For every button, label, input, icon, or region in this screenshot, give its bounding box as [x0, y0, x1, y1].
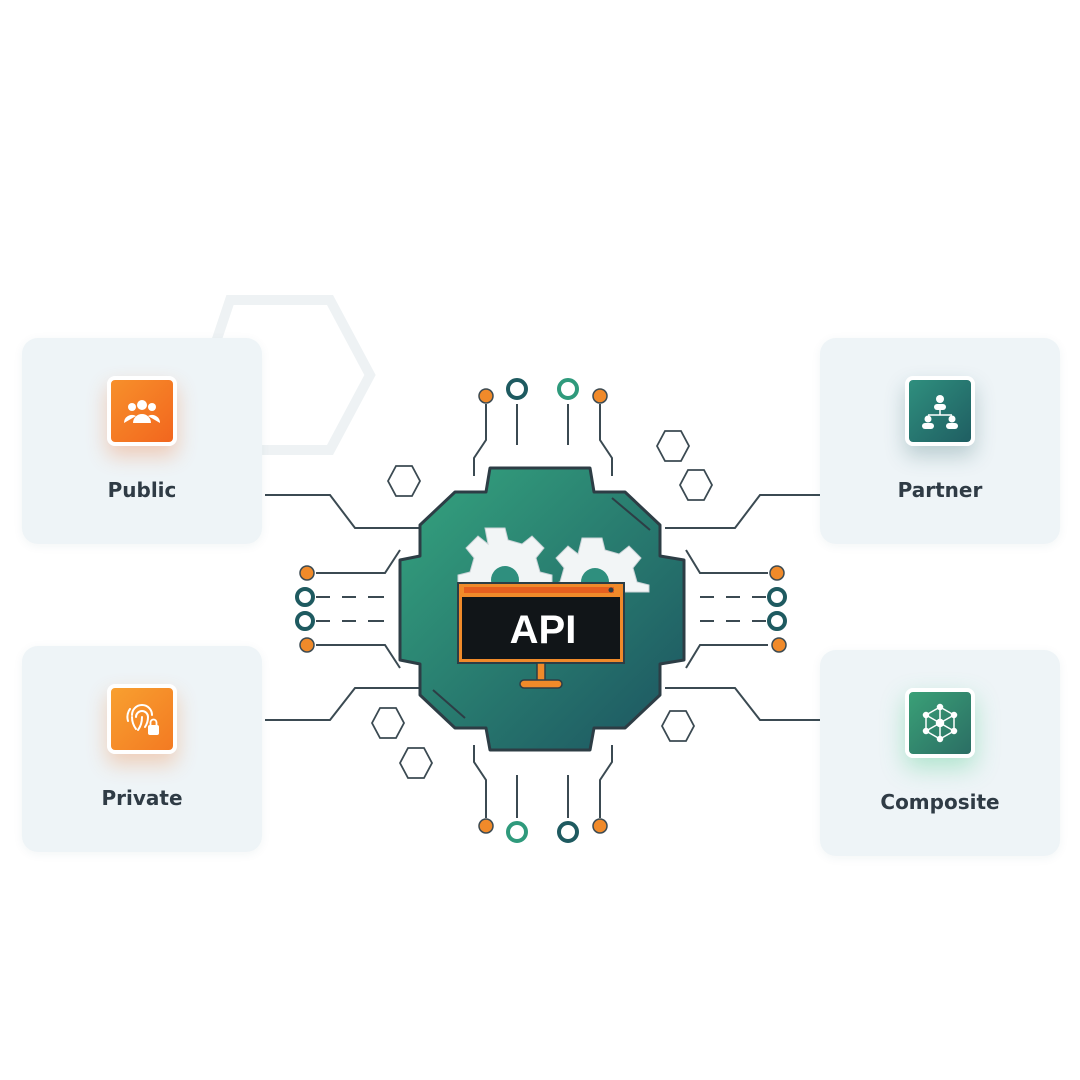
- card-private[interactable]: Private: [22, 646, 262, 852]
- right-connector-lines: [665, 494, 820, 721]
- card-label: Public: [107, 478, 177, 502]
- card-partner[interactable]: Partner: [820, 338, 1060, 544]
- api-label: API: [510, 608, 577, 652]
- fingerprint-lock-icon: [107, 684, 177, 754]
- api-monitor: API: [457, 582, 625, 689]
- network-nodes-icon: [905, 688, 975, 758]
- hexagon-icons: [370, 430, 714, 779]
- terminal-dots: [295, 378, 787, 843]
- card-label: Partner: [897, 478, 983, 502]
- left-connector-lines: [265, 494, 420, 721]
- card-composite[interactable]: Composite: [820, 650, 1060, 856]
- card-public[interactable]: Public: [22, 338, 262, 544]
- card-label: Private: [101, 786, 183, 810]
- org-hierarchy-icon: [905, 376, 975, 446]
- top-connector-lines: [473, 404, 613, 476]
- card-label: Composite: [880, 790, 1000, 814]
- users-group-icon: [107, 376, 177, 446]
- bottom-connector-lines: [473, 745, 613, 818]
